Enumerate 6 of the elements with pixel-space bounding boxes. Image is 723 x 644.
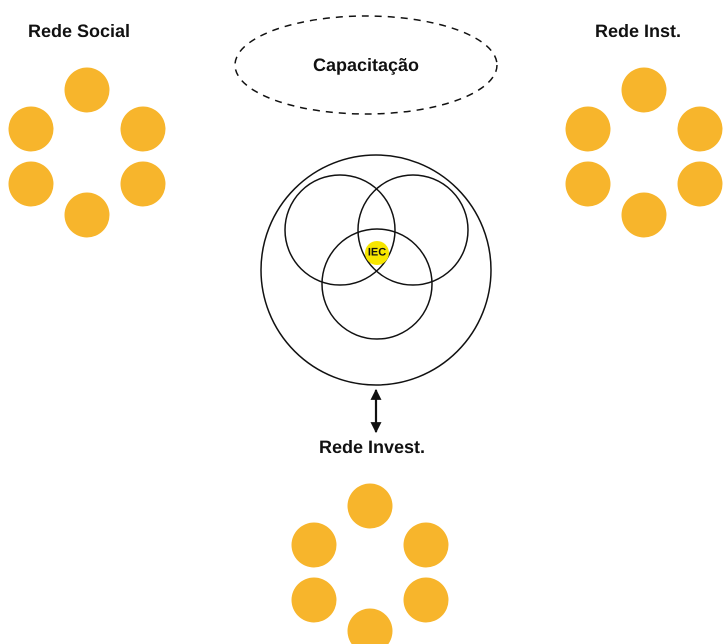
center-label: IEC — [368, 248, 386, 258]
double-arrow — [370, 388, 382, 434]
ellipse-label: Capacitação — [312, 56, 420, 74]
group-heading: Rede Invest. — [318, 438, 426, 456]
group-heading: Rede Social — [28, 22, 130, 40]
group-heading: Rede Inst. — [594, 22, 682, 40]
